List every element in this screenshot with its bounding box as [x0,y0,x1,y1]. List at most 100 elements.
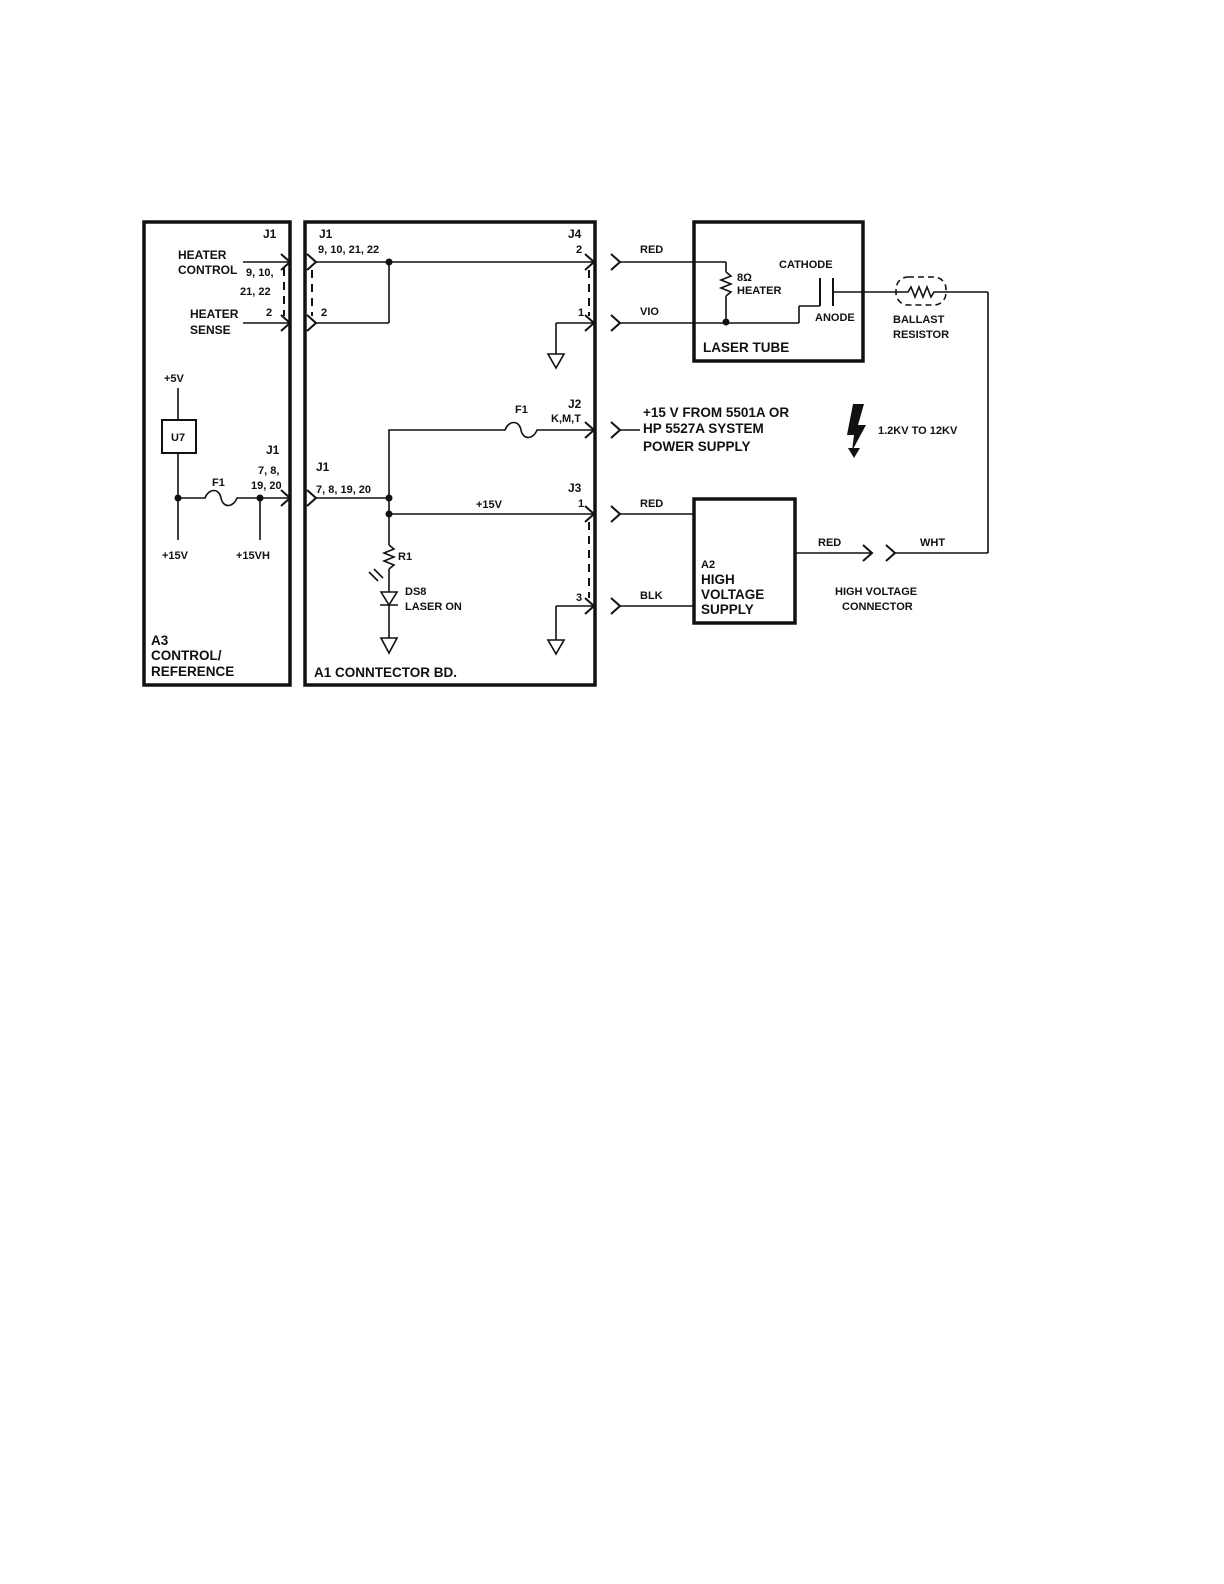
j4-pin1-label: 1 [578,307,584,319]
ground-icon [546,639,566,656]
plus5v-label: +5V [164,373,185,385]
a3-pins-label-a: 9, 10, [246,267,274,279]
heater-resistor [718,271,734,297]
j3-pin1-label: 1 [578,498,584,510]
j2-chevron [584,421,596,439]
a3-j1-label: J1 [263,227,277,241]
hv-range-label: 1.2KV TO 12KV [878,425,958,437]
ground-icon [379,637,399,655]
plus15v-label: +15V [162,550,189,562]
a1-j1-sense-chevron [306,314,318,332]
laser-on-label: LASER ON [405,601,462,613]
a3-j1-lower-label: J1 [266,443,280,457]
plus15vh-label: +15VH [236,550,270,562]
a1-j1-lower-label: J1 [316,460,330,474]
hv-connector-label-1: HIGH VOLTAGE [835,586,917,598]
a1-j1-label: J1 [319,227,333,241]
a1-pins-bot-label: 7, 8, 19, 20 [316,484,371,496]
anode-label: ANODE [815,312,855,324]
ballast-resistor [902,284,988,300]
a1-connector-board [303,220,597,687]
blk-chevron [610,597,622,615]
a1-name-label: A1 CONNTECTOR BD. [314,665,457,680]
lightning-bolt-icon [847,404,866,451]
ds8-label: DS8 [405,586,426,598]
junction-dot [722,318,730,326]
hv-connector-label-2: CONNECTOR [842,601,913,613]
external-wiring: RED VIO +15 V FROM 5501A OR HP 5527A SYS… [610,244,989,615]
heater-ohms-label: 8Ω [737,272,752,284]
red-a2-chevron [610,505,622,523]
heater-control-label-2: CONTROL [178,263,237,277]
wht-label: WHT [920,537,945,549]
power-note-line-3: POWER SUPPLY [643,439,751,454]
a3-control-reference-board [142,220,292,687]
power-note-line-1: +15 V FROM 5501A OR [643,405,789,420]
r1-resistor [381,544,397,570]
a2-label-2: HIGH [701,572,735,587]
hv-connector-chevron-left [862,544,874,562]
cathode-label: CATHODE [779,259,833,271]
a3-pins-label-c: 7, 8, [258,465,279,477]
red-mid-label: RED [640,498,663,510]
u7-label: U7 [171,432,185,444]
r1-label: R1 [398,551,412,563]
a3-pins-label-d: 19, 20 [251,480,282,492]
a3-j1-power-chevron [280,489,292,507]
heater-label: HEATER [737,285,781,297]
j3-pin1-chevron [584,505,596,523]
ballast-label-1: BALLAST [893,314,945,326]
a3-j1-connector-chevron [280,253,292,271]
a3-j1-sense-chevron [280,314,292,332]
a1-plus15v-label: +15V [476,499,503,511]
a1-pins-top-label: 9, 10, 21, 22 [318,244,379,256]
a1-pin-2-label: 2 [321,307,327,319]
hv-red-label: RED [818,537,841,549]
red-wire-chevron [610,253,622,271]
laser-tube-name: LASER TUBE [703,340,789,355]
a3-pin-2-label: 2 [266,307,272,319]
a3-pins-label-b: 21, 22 [240,286,271,298]
j3-label: J3 [568,481,582,495]
heater-control-label-1: HEATER [178,248,227,262]
a2-label-3: VOLTAGE [701,587,764,602]
j4-pin2-label: 2 [576,244,582,256]
j3-pin3-label: 3 [576,592,582,604]
j2-label: J2 [568,397,582,411]
heater-sense-label-1: HEATER [190,307,239,321]
a3-fuse-f1 [178,489,290,507]
lightning-arrow-icon [848,448,860,458]
j2-external-chevron [610,421,622,439]
ballast-label-2: RESISTOR [893,329,949,341]
j4-label: J4 [568,227,582,241]
a2-content: A2 HIGH VOLTAGE SUPPLY [701,559,764,617]
a1-fuse-f1 [388,421,595,498]
j4-pin2-chevron [584,253,596,271]
heater-sense-label-2: SENSE [190,323,231,337]
ground-icon [546,353,566,370]
ballast-enclosure [895,276,947,306]
a1-j1-heater-chevron [306,253,318,271]
hv-connector-chevron-right [885,544,897,562]
u7-regulator [161,419,197,454]
a3-board-content: J1 HEATER CONTROL 9, 10, 21, 22 HEATER S… [151,227,292,679]
vio-wire-chevron [610,314,622,332]
a2-high-voltage-supply-box [692,497,797,625]
a1-j1-power-chevron [306,489,318,507]
blk-label: BLK [640,590,663,602]
a1-fuse-label: F1 [515,404,528,416]
ds8-led [379,591,399,607]
a2-label-1: A2 [701,559,715,571]
a3-name-line-3: REFERENCE [151,664,234,679]
vio-label: VIO [640,306,659,318]
a3-name-line-2: CONTROL/ [151,648,222,663]
junction-dot [174,494,182,502]
power-note-line-2: HP 5527A SYSTEM [643,421,764,436]
a2-label-4: SUPPLY [701,602,754,617]
a1-board-content: J1 9, 10, 21, 22 2 J4 2 1 F1 J2 K,M,T J1… [306,227,596,680]
led-light-ray-icon [368,571,379,582]
led-light-ray-icon [373,568,384,579]
red-top-label: RED [640,244,663,256]
laser-tube-content: 8Ω HEATER CATHODE ANODE LASER TUBE [703,259,855,355]
